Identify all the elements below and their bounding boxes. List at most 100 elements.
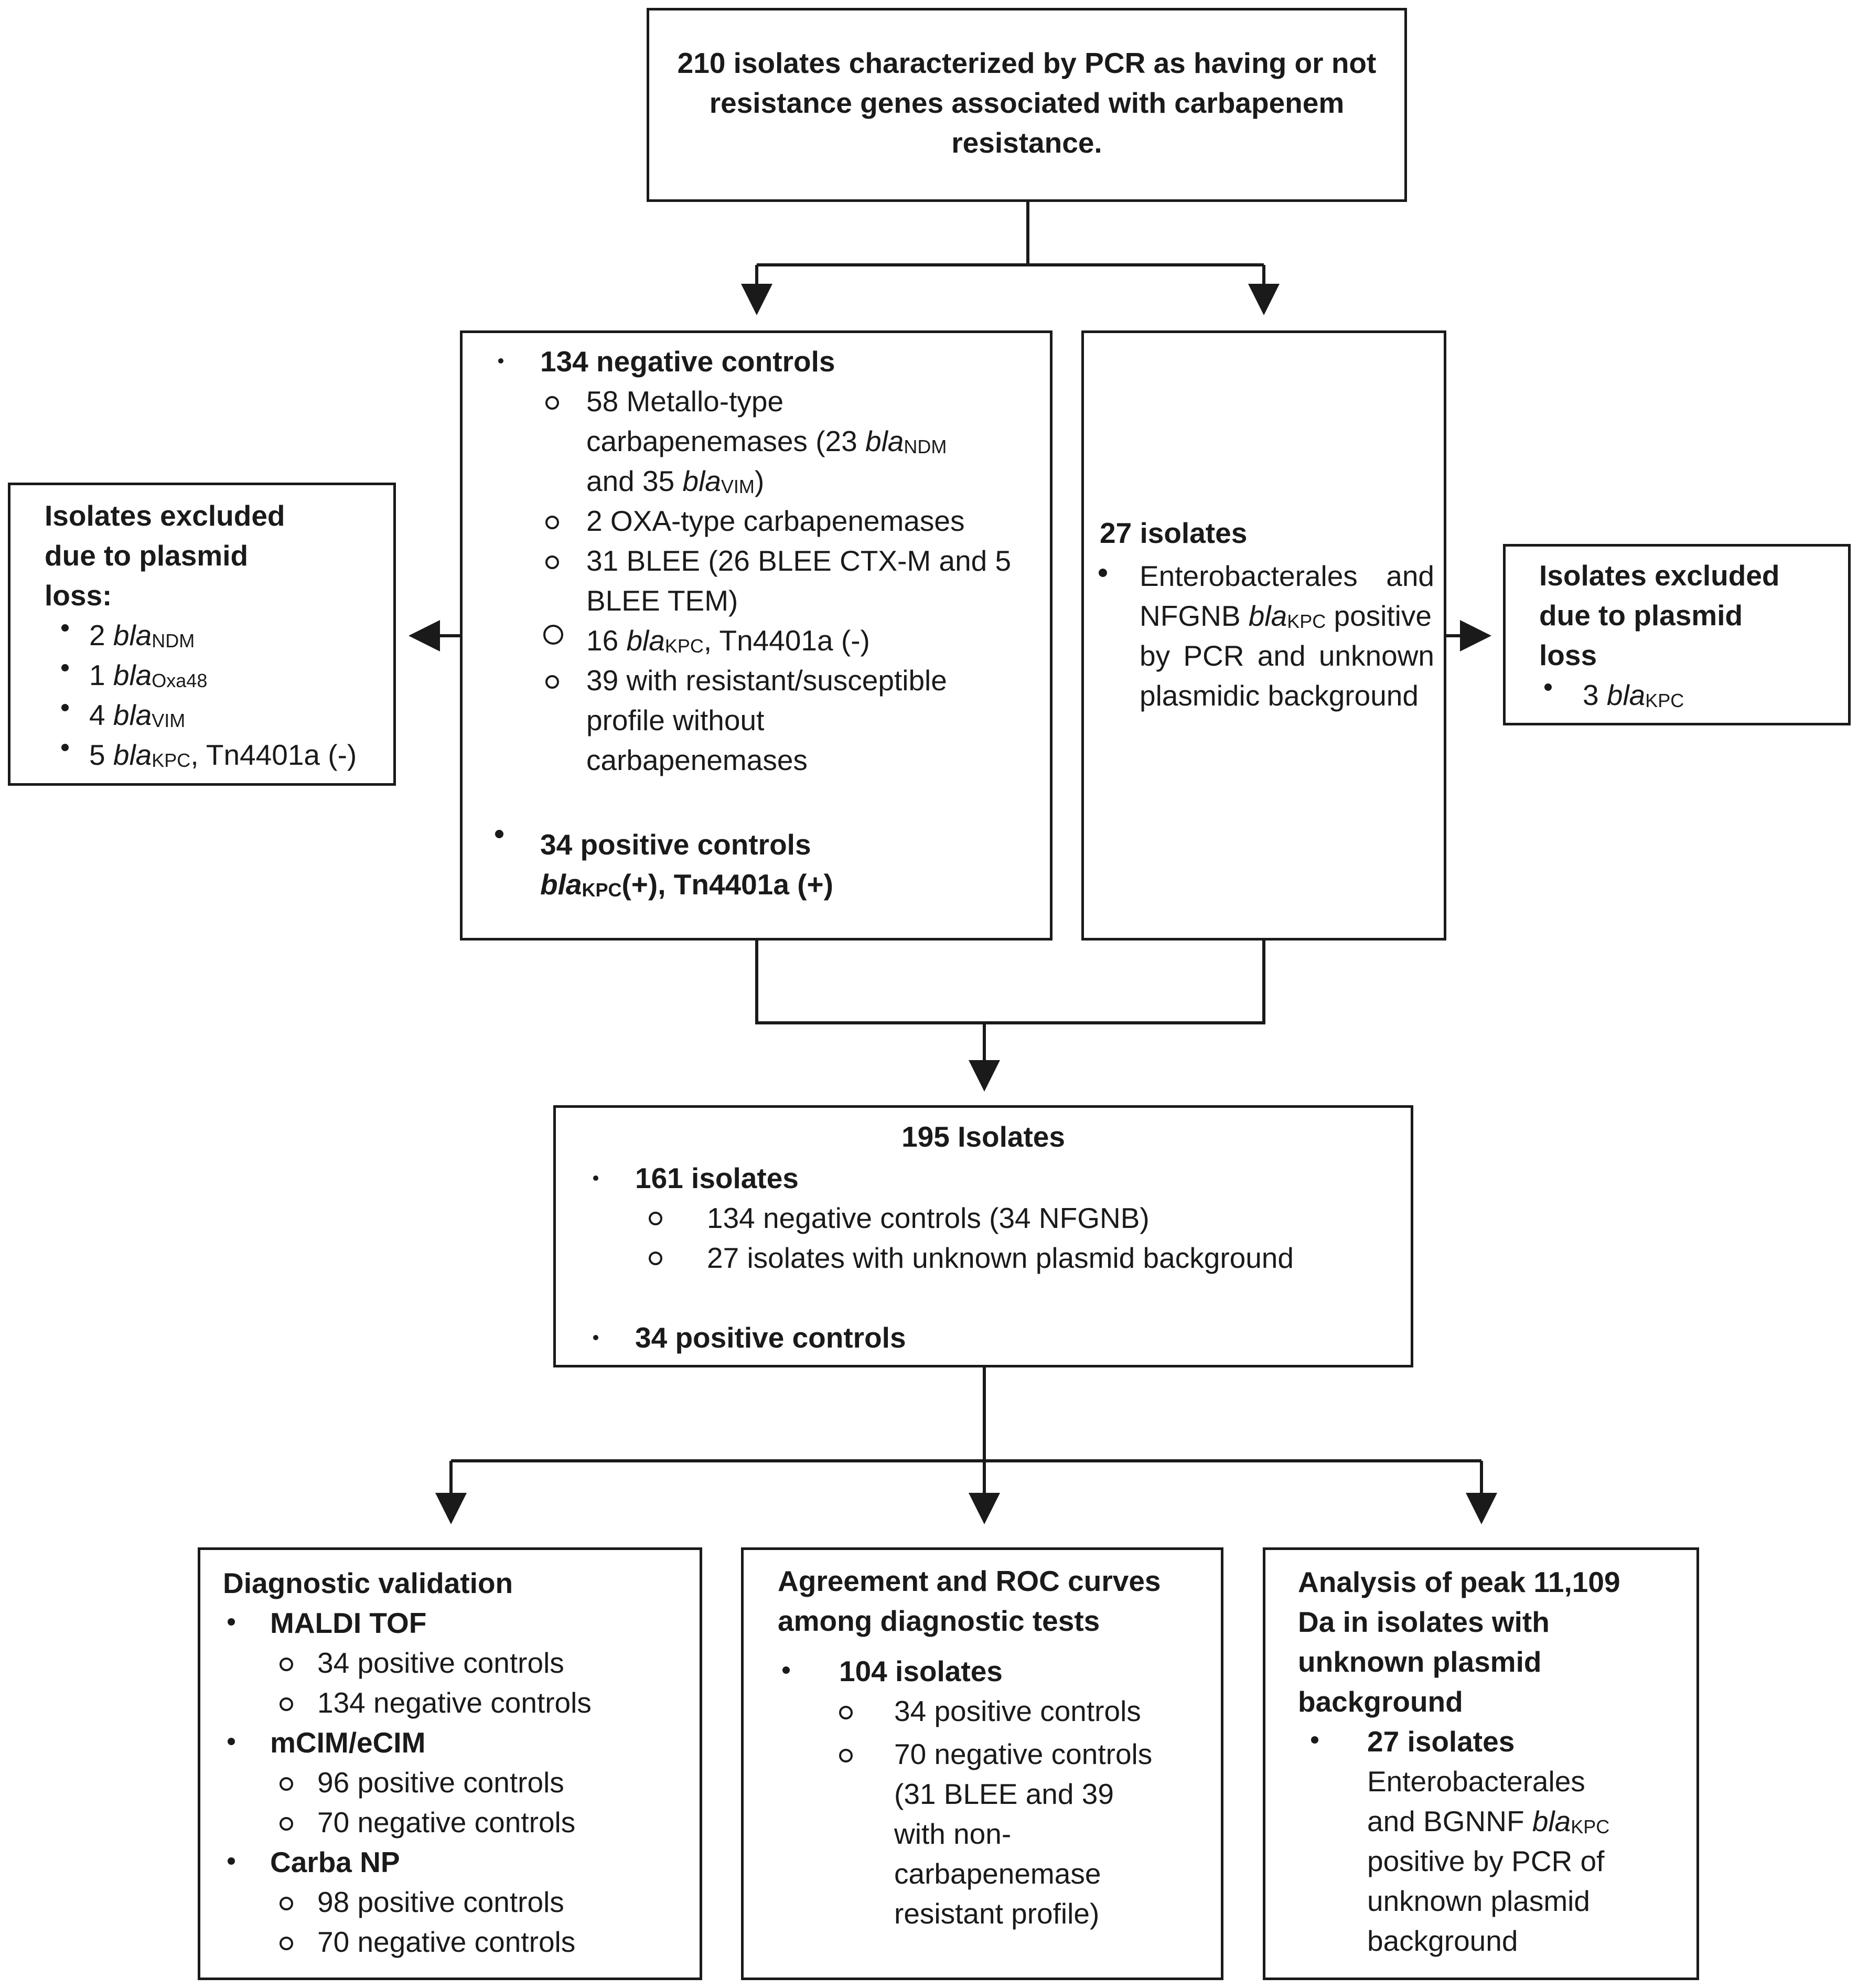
bullet-carba-neg xyxy=(280,1937,293,1950)
excluded-right-box xyxy=(1503,544,1851,725)
agreement-title-2: among diagnostic tests xyxy=(778,1605,1100,1637)
agreement-positive: 34 positive controls xyxy=(894,1695,1141,1727)
bullet-mcim-pos xyxy=(280,1777,293,1791)
carba-label: Carba NP xyxy=(270,1846,400,1878)
unknown-line-4: plasmidic background xyxy=(1140,679,1419,712)
resistant-line-3: carbapenemases xyxy=(586,744,808,776)
excluded-left-title-1: Isolates excluded xyxy=(45,499,285,532)
bullet-excluded-vim xyxy=(61,704,69,711)
unknown-title: 27 isolates xyxy=(1100,517,1248,549)
excluded-oxa48: 1 blaOxa48 xyxy=(89,659,208,691)
source-isolates-line-3: resistance. xyxy=(951,126,1102,159)
agreement-negative-1: 70 negative controls xyxy=(894,1738,1153,1770)
carba-positive: 98 positive controls xyxy=(317,1886,564,1918)
merged-group-title: 161 isolates xyxy=(635,1162,799,1194)
agreement-title-1: Agreement and ROC curves xyxy=(778,1565,1161,1597)
excluded-left-title-3: loss: xyxy=(45,579,112,612)
source-isolates-box xyxy=(647,8,1407,202)
excluded-right-title-3: loss xyxy=(1539,639,1597,671)
merged-sub2: 27 isolates with unknown plasmid backgro… xyxy=(707,1242,1294,1274)
peak-line-5: background xyxy=(1367,1925,1518,1957)
bullet-agreement-group xyxy=(782,1666,790,1674)
peak-title-2: Da in isolates with xyxy=(1298,1606,1550,1638)
bullet-negative-controls xyxy=(498,358,503,364)
bullet-carba-pos xyxy=(280,1897,293,1910)
mcim-negative: 70 negative controls xyxy=(317,1806,576,1839)
excluded-left-title-2: due to plasmid xyxy=(45,539,249,572)
bullet-excluded-right-kpc xyxy=(1544,683,1552,691)
bullet-resistant xyxy=(545,675,559,689)
bullet-carba xyxy=(228,1857,235,1865)
metallo-line-3: and 35 blaVIM) xyxy=(586,465,765,497)
excluded-vim: 4 blaVIM xyxy=(89,699,186,731)
agreement-roc-box xyxy=(741,1547,1223,1980)
bullet-maldi-pos xyxy=(280,1658,293,1671)
peak-line-3: positive by PCR of xyxy=(1367,1845,1605,1877)
mcim-label: mCIM/eCIM xyxy=(270,1726,426,1759)
mcim-positive: 96 positive controls xyxy=(317,1766,564,1799)
bullet-oxa xyxy=(545,516,559,529)
bullet-unknown xyxy=(1099,569,1107,577)
source-isolates-line-1: 210 isolates characterized by PCR as hav… xyxy=(677,47,1377,79)
bullet-agreement-pos xyxy=(839,1706,853,1719)
bullet-excluded-kpc xyxy=(61,744,69,751)
resistant-line-1: 39 with resistant/susceptible xyxy=(586,664,947,697)
positive-controls-title: 34 positive controls xyxy=(540,828,811,861)
bullet-mcim xyxy=(228,1738,235,1745)
unknown-line-2: NFGNB blaKPC positive xyxy=(1140,600,1432,632)
bullet-excluded-oxa48 xyxy=(61,664,69,671)
validation-title: Diagnostic validation xyxy=(223,1567,513,1599)
bullet-merged-group xyxy=(593,1175,598,1181)
peak-title-1: Analysis of peak 11,109 xyxy=(1298,1566,1620,1598)
carba-negative: 70 negative controls xyxy=(317,1926,576,1958)
maldi-label: MALDI TOF xyxy=(270,1607,427,1639)
peak-title-3: unknown plasmid xyxy=(1298,1645,1542,1678)
excluded-left-box xyxy=(8,483,396,786)
oxa-line: 2 OXA-type carbapenemases xyxy=(586,505,965,537)
bullet-peak-group xyxy=(1311,1736,1318,1744)
bullet-excluded-ndm xyxy=(61,624,69,632)
agreement-negative-4: carbapenemase xyxy=(894,1857,1101,1890)
merged-title: 195 Isolates xyxy=(901,1120,1065,1153)
bullet-merged-sub2 xyxy=(649,1252,662,1265)
merged-sub1: 134 negative controls (34 NFGNB) xyxy=(707,1202,1150,1234)
source-isolates-line-2: resistance genes associated with carbape… xyxy=(709,87,1345,119)
excluded-right-title-2: due to plasmid xyxy=(1539,599,1743,632)
bullet-mcim-neg xyxy=(280,1817,293,1831)
blee-line-2: BLEE TEM) xyxy=(586,584,738,617)
positive-controls-genes: blaKPC(+), Tn4401a (+) xyxy=(540,868,833,901)
unknown-line-1: Enterobacterales and xyxy=(1140,560,1434,592)
peak-line-4: unknown plasmid xyxy=(1367,1885,1590,1917)
bullet-agreement-neg xyxy=(839,1749,853,1762)
unknown-background-box xyxy=(1081,330,1446,940)
blee-line-1: 31 BLEE (26 BLEE CTX-M and 5 xyxy=(586,544,1012,577)
unknown-line-3: by PCR and unknown xyxy=(1140,639,1434,672)
negative-controls-title: 134 negative controls xyxy=(540,345,835,378)
resistant-line-2: profile without xyxy=(586,704,765,736)
peak-line-1: Enterobacterales xyxy=(1367,1765,1585,1798)
peak-group: 27 isolates xyxy=(1367,1725,1515,1758)
maldi-positive: 34 positive controls xyxy=(317,1647,564,1679)
maldi-negative: 134 negative controls xyxy=(317,1686,592,1719)
bullet-positive-controls xyxy=(495,830,503,838)
excluded-right-title-1: Isolates excluded xyxy=(1539,559,1780,592)
peak-title-4: background xyxy=(1298,1685,1463,1718)
agreement-negative-2: (31 BLEE and 39 xyxy=(894,1778,1114,1810)
merged-positive: 34 positive controls xyxy=(635,1321,906,1354)
peak-analysis-box xyxy=(1263,1547,1699,1980)
agreement-negative-5: resistant profile) xyxy=(894,1897,1100,1930)
kpc-negative-line: 16 blaKPC, Tn4401a (-) xyxy=(586,624,870,657)
excluded-kpc: 5 blaKPC, Tn4401a (-) xyxy=(89,739,357,771)
merged-isolates-box xyxy=(553,1105,1413,1367)
bullet-kpc-negative xyxy=(543,625,563,645)
excluded-ndm: 2 blaNDM xyxy=(89,619,195,651)
agreement-group: 104 isolates xyxy=(839,1655,1003,1687)
bullet-merged-positive xyxy=(593,1335,598,1340)
excluded-right-kpc: 3 blaKPC xyxy=(1583,679,1684,711)
metallo-line-2: carbapenemases (23 blaNDM xyxy=(586,425,947,457)
bullet-maldi xyxy=(228,1618,235,1626)
bullet-metallo xyxy=(545,396,559,410)
agreement-negative-3: with non- xyxy=(894,1818,1012,1850)
peak-line-2: and BGNNF blaKPC xyxy=(1367,1805,1610,1837)
